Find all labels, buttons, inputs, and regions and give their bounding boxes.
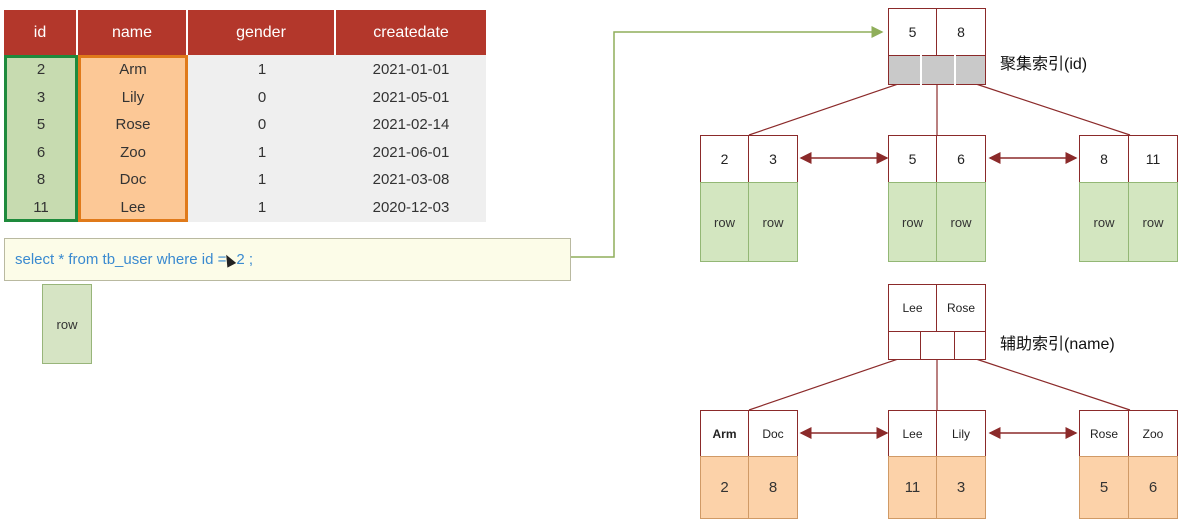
name-column-highlight (78, 55, 188, 222)
cell-name: Zoo (120, 144, 146, 161)
leaf-key: 6 (936, 135, 986, 183)
leaf-row: row (1128, 182, 1178, 262)
leaf-primary-key: 11 (888, 456, 937, 519)
query-arrow (571, 26, 884, 258)
root-key: 8 (936, 8, 986, 56)
leaf-primary-key: 3 (936, 456, 986, 519)
leaf-key: Lily (936, 410, 986, 457)
leaf-key: Zoo (1128, 410, 1178, 457)
leaf-primary-key: 5 (1079, 456, 1129, 519)
leaf-key: Doc (748, 410, 798, 457)
table-body-background (188, 55, 486, 222)
sql-query-value: 2 ; (236, 251, 254, 268)
cell-name: Lee (120, 199, 146, 216)
cell-name: Arm (119, 61, 147, 78)
result-row: row (42, 284, 92, 364)
header-id: id (4, 10, 78, 55)
cell-gender: 1 (257, 199, 267, 216)
leaf-primary-key: 8 (748, 456, 798, 519)
root-pointer-row (888, 55, 986, 85)
leaf-key: Rose (1079, 410, 1129, 457)
header-createdate: createdate (336, 10, 486, 55)
cell-createdate: 2021-01-01 (372, 61, 450, 78)
leaf-key: 8 (1079, 135, 1129, 183)
id-column-highlight (4, 55, 78, 222)
leaf-key: 3 (748, 135, 798, 183)
leaf-key: 2 (700, 135, 749, 183)
leaf-row: row (1079, 182, 1129, 262)
leaf-key: 5 (888, 135, 937, 183)
root-key: Rose (936, 284, 986, 332)
leaf-key: Arm (700, 410, 749, 457)
cell-id: 5 (36, 116, 46, 133)
cell-gender: 1 (257, 171, 267, 188)
leaf-row: row (748, 182, 798, 262)
cell-gender: 0 (257, 116, 267, 133)
cell-id: 11 (33, 199, 49, 216)
cell-createdate: 2021-02-14 (372, 116, 450, 133)
root-pointer-row (888, 331, 986, 360)
leaf-row: row (936, 182, 986, 262)
cell-createdate: 2021-05-01 (372, 89, 450, 106)
sql-query-box: select * from tb_user where id = 2 ; (4, 238, 571, 281)
header-name: name (78, 10, 188, 55)
leaf-row: row (700, 182, 749, 262)
leaf-key: 11 (1128, 135, 1178, 183)
leaf-row: row (888, 182, 937, 262)
leaf-primary-key: 2 (700, 456, 749, 519)
cell-name: Doc (119, 171, 147, 188)
header-gender: gender (188, 10, 336, 55)
cell-createdate: 2020-12-03 (372, 199, 450, 216)
cell-id: 2 (36, 61, 46, 78)
cell-gender: 0 (257, 89, 267, 106)
cell-createdate: 2021-03-08 (372, 171, 450, 188)
leaf-key: Lee (888, 410, 937, 457)
cell-name: Rose (115, 116, 151, 133)
cell-gender: 1 (257, 144, 267, 161)
cell-createdate: 2021-06-01 (372, 144, 450, 161)
clustered-index-title: 聚集索引(id) (1000, 56, 1088, 73)
cell-id: 8 (36, 171, 46, 188)
cell-id: 3 (36, 89, 46, 106)
cell-id: 6 (36, 144, 46, 161)
root-key: Lee (888, 284, 937, 332)
sql-query-text: select * from tb_user where id = (15, 251, 227, 268)
cell-gender: 1 (257, 61, 267, 78)
cell-name: Lily (121, 89, 145, 106)
secondary-index-title: 辅助索引(name) (1000, 336, 1115, 353)
root-key: 5 (888, 8, 937, 56)
leaf-primary-key: 6 (1128, 456, 1178, 519)
